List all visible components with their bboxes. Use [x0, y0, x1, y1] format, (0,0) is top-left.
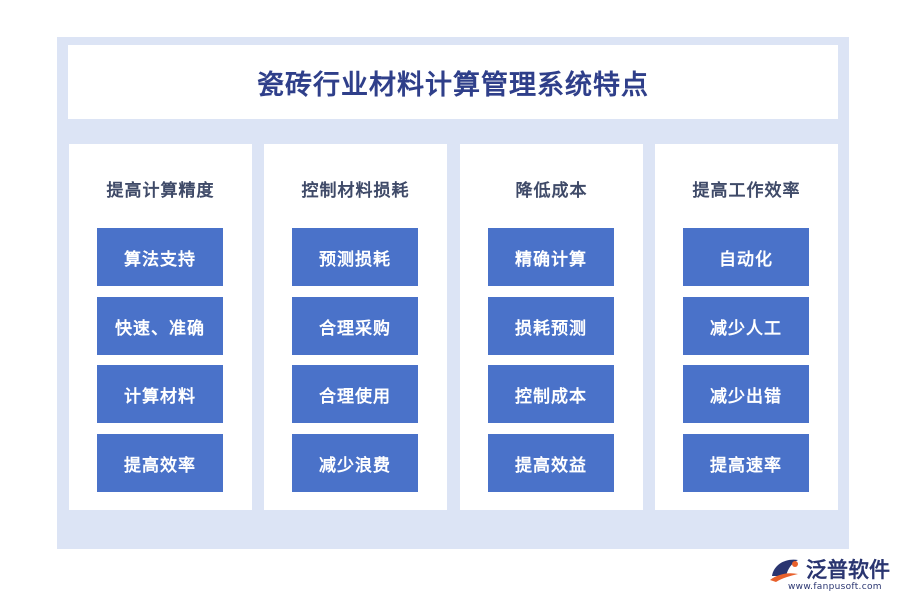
feature-item: 自动化 — [683, 228, 809, 286]
feature-item: 提高效率 — [97, 434, 223, 492]
feature-item: 合理采购 — [292, 297, 418, 355]
feature-column-cost: 降低成本 精确计算 损耗预测 控制成本 提高效益 — [460, 144, 643, 510]
brand-watermark: 泛普软件 www.fanpusoft.com — [768, 552, 896, 596]
brand-url: www.fanpusoft.com — [788, 582, 882, 592]
feature-column-loss-control: 控制材料损耗 预测损耗 合理采购 合理使用 减少浪费 — [264, 144, 447, 510]
column-title: 降低成本 — [515, 181, 588, 201]
feature-item: 提高效益 — [488, 434, 614, 492]
feature-item: 计算材料 — [97, 365, 223, 423]
column-title: 提高工作效率 — [692, 181, 801, 201]
feature-item: 精确计算 — [488, 228, 614, 286]
feature-column-efficiency: 提高工作效率 自动化 减少人工 减少出错 提高速率 — [655, 144, 838, 510]
diagram-title: 瓷砖行业材料计算管理系统特点 — [257, 69, 649, 101]
feature-item: 预测损耗 — [292, 228, 418, 286]
feature-item: 提高速率 — [683, 434, 809, 492]
feature-item: 减少出错 — [683, 365, 809, 423]
column-title: 控制材料损耗 — [301, 181, 410, 201]
feature-item: 损耗预测 — [488, 297, 614, 355]
feature-item: 合理使用 — [292, 365, 418, 423]
feature-item: 算法支持 — [97, 228, 223, 286]
feature-item: 快速、准确 — [97, 297, 223, 355]
feature-column-accuracy: 提高计算精度 算法支持 快速、准确 计算材料 提高效率 — [69, 144, 252, 510]
column-title: 提高计算精度 — [106, 181, 215, 201]
feature-item: 减少人工 — [683, 297, 809, 355]
feature-item: 控制成本 — [488, 365, 614, 423]
feature-item: 减少浪费 — [292, 434, 418, 492]
title-box: 瓷砖行业材料计算管理系统特点 — [68, 45, 838, 119]
brand-name: 泛普软件 — [806, 558, 890, 582]
fanpu-logo-icon — [768, 554, 802, 584]
